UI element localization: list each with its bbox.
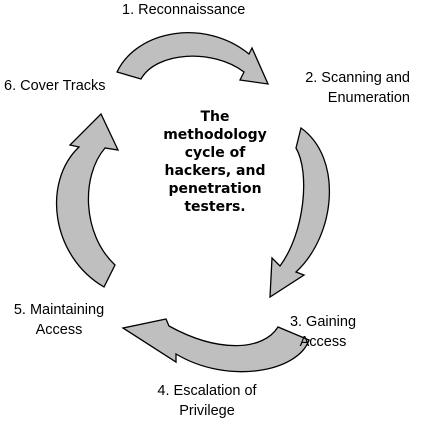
curved-arrow-icon: [116, 32, 270, 85]
center-caption-line: methodology: [163, 127, 267, 143]
curved-arrow-icon: [269, 126, 330, 299]
center-caption-line: The: [200, 109, 230, 125]
step-gaining-access: 3. Gaining Access: [268, 312, 378, 352]
step-2-line-2: Enumeration: [327, 90, 410, 106]
center-caption-line: testers.: [184, 199, 246, 215]
step-1-line-1: 1. Reconnaissance: [122, 2, 246, 18]
step-cover-tracks: 6. Cover Tracks: [4, 76, 106, 96]
center-caption-line: hackers, and: [164, 163, 266, 179]
step-6-line-1: 6. Cover Tracks: [4, 78, 106, 94]
step-5-line-1: 5. Maintaining: [13, 302, 105, 318]
step-4-line-2: Privilege: [179, 403, 235, 419]
center-caption-line: penetration: [168, 181, 262, 197]
step-3-line-1: 3. Gaining: [289, 314, 357, 330]
step-reconnaissance: 1. Reconnaissance: [122, 0, 245, 20]
step-4-line-1: 4. Escalation of: [157, 383, 257, 399]
center-caption: The methodology cycle of hackers, and pe…: [130, 108, 300, 216]
step-5-line-2: Access: [35, 322, 83, 338]
step-escalation-of-privilege: 4. Escalation of Privilege: [142, 381, 272, 421]
center-caption-line: cycle of: [184, 145, 246, 161]
curved-arrow-icon: [121, 318, 310, 373]
step-maintaining-access: 5. Maintaining Access: [4, 300, 114, 340]
step-3-line-2: Access: [299, 334, 347, 350]
curved-arrow-icon: [55, 112, 120, 288]
step-2-line-1: 2. Scanning and: [305, 70, 410, 86]
step-scanning-enumeration: 2. Scanning and Enumeration: [286, 68, 410, 108]
